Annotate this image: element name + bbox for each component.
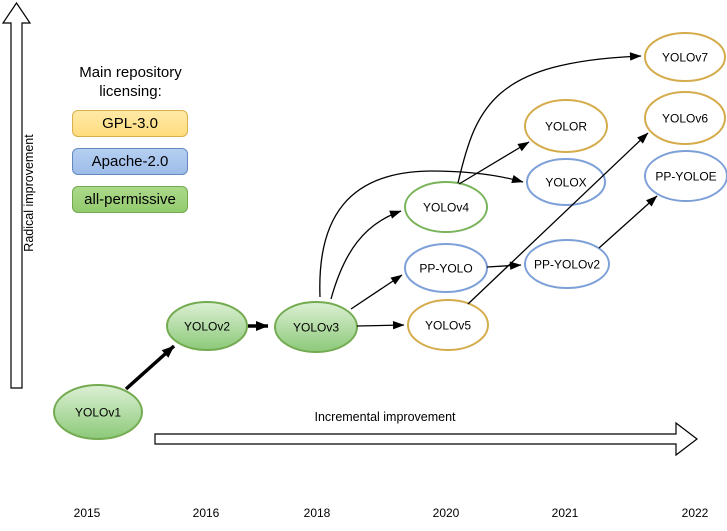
edge-pp-yolov2-to-pp-yoloe (598, 195, 658, 249)
node-ellipse-yolov6 (644, 91, 726, 145)
node-ellipse-yolov1 (53, 384, 143, 440)
node-pp-yolov2: PP-YOLOv2 (524, 239, 610, 289)
node-yolov2: YOLOv2 (166, 301, 248, 351)
year-label-2020: 2020 (433, 506, 460, 520)
node-label-yolov1: YOLOv1 (75, 406, 121, 420)
edge-yolov5-to-yolov6 (467, 132, 649, 305)
legend-item-gpl-3-0: GPL-3.0 (72, 110, 188, 137)
node-ellipse-pp-yolo (404, 243, 488, 293)
edge-pp-yolo-to-pp-yolov2 (486, 261, 522, 270)
node-ellipse-yolov4 (404, 181, 488, 233)
node-label-yolor: YOLOR (545, 120, 587, 134)
node-yolov3: YOLOv3 (274, 301, 358, 353)
radical-improvement-axis-arrow (1, 1, 32, 389)
legend-title-line1: Main repository (79, 64, 182, 81)
node-label-pp-yoloe: PP-YOLOE (655, 170, 716, 184)
node-pp-yolo: PP-YOLO (404, 243, 488, 293)
node-yolov6: YOLOv6 (644, 91, 726, 145)
node-ellipse-pp-yoloe (644, 150, 727, 202)
node-pp-yoloe: PP-YOLOE (644, 150, 727, 202)
edge-yolov4-to-yolov7 (457, 52, 642, 184)
year-label-2018: 2018 (304, 506, 331, 520)
edge-yolov4-to-yolor (458, 141, 530, 185)
node-label-yolov2: YOLOv2 (184, 320, 230, 334)
year-label-2016: 2016 (193, 506, 220, 520)
edge-yolov3-to-yolox (319, 170, 524, 298)
node-ellipse-yolov3 (274, 301, 358, 353)
node-yolov1: YOLOv1 (53, 384, 143, 440)
node-ellipse-yolov2 (166, 301, 248, 351)
edge-yolov3-to-yolov5 (356, 321, 405, 330)
node-label-yolov6: YOLOv6 (662, 112, 708, 126)
legend-title-line2: licensing: (99, 83, 162, 100)
node-yolor: YOLOR (524, 99, 608, 153)
year-label-2015: 2015 (74, 506, 101, 520)
legend-title: Main repository licensing: (72, 63, 189, 101)
node-label-yolov3: YOLOv3 (293, 321, 339, 335)
node-label-pp-yolov2: PP-YOLOv2 (534, 258, 600, 272)
legend-item-all-permissive: all-permissive (72, 186, 188, 213)
incremental-improvement-label: Incremental improvement (314, 410, 456, 424)
incremental-improvement-axis-arrow (154, 421, 698, 457)
year-label-2022: 2022 (682, 506, 709, 520)
node-yolov5: YOLOv5 (407, 299, 489, 351)
node-yolox: YOLOX (526, 158, 606, 206)
edge-yolov3-to-pp-yolo (350, 274, 403, 310)
node-label-yolox: YOLOX (545, 176, 586, 190)
node-ellipse-yolov5 (407, 299, 489, 351)
node-ellipse-yolor (524, 99, 608, 153)
node-label-pp-yolo: PP-YOLO (419, 262, 472, 276)
edge-yolov1-to-yolov2 (124, 344, 176, 391)
node-ellipse-pp-yolov2 (524, 239, 610, 289)
node-yolov4: YOLOv4 (404, 181, 488, 233)
node-ellipse-yolov7 (644, 32, 726, 82)
edge-yolov3-to-yolov4 (330, 210, 402, 300)
legend-item-apache-2-0: Apache-2.0 (72, 148, 188, 175)
node-label-yolov7: YOLOv7 (662, 51, 708, 65)
node-label-yolov4: YOLOv4 (423, 201, 469, 215)
radical-improvement-label: Radical improvement (22, 134, 36, 252)
node-label-yolov5: YOLOv5 (425, 319, 471, 333)
year-label-2021: 2021 (552, 506, 579, 520)
node-ellipse-yolox (526, 158, 606, 206)
node-yolov7: YOLOv7 (644, 32, 726, 82)
